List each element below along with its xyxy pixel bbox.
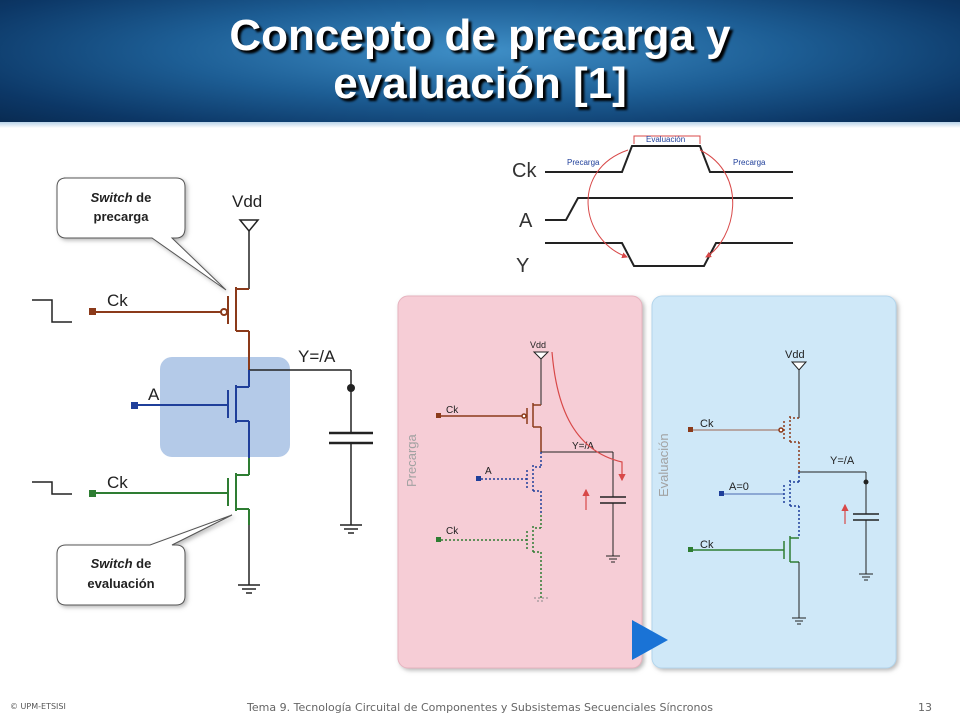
timing-ck-wave	[545, 145, 793, 173]
main-ck-bottom-terminal	[89, 490, 96, 497]
main-eval-nmos	[95, 458, 250, 525]
main-vdd-label: Vdd	[232, 192, 262, 211]
slide-title: Concepto de precarga y evaluación [1]	[0, 12, 960, 108]
main-precharge-pmos	[95, 287, 250, 370]
panel-evaluacion-ck-top: Ck	[700, 418, 714, 430]
panel-evaluacion-side-label: Evaluación	[656, 433, 671, 497]
footer-course: Tema 9. Tecnología Circuital de Componen…	[247, 701, 713, 714]
panel-evaluacion-vdd: Vdd	[785, 349, 805, 361]
panel-evaluacion-output: Y=/A	[830, 455, 855, 467]
panel-precarga-eval-nmos	[440, 515, 542, 598]
main-ck-bottom-label: Ck	[107, 473, 128, 492]
main-ck-top-terminal	[89, 308, 96, 315]
panel-precarga-pmos	[440, 403, 542, 452]
timing-precarga-left-label: Precarga	[567, 158, 600, 167]
timing-evaluacion-label: Evaluación	[646, 135, 685, 144]
timing-ck-label: Ck	[512, 160, 537, 182]
main-circuit: Vdd Ck Y=/A	[32, 192, 373, 594]
timing-causal-arrow-rise	[699, 149, 734, 258]
callout-precharge-italic: Switch	[91, 190, 133, 205]
main-input-label: A	[148, 385, 160, 404]
timing-precarga-right-label: Precarga	[733, 158, 766, 167]
callout-precharge-line2: precarga	[94, 209, 150, 224]
panel-precarga-input-nmos	[480, 452, 542, 515]
main-input-terminal	[131, 402, 138, 409]
timing-a-wave	[545, 197, 793, 221]
timing-causal-arrow-fall	[587, 149, 629, 259]
callout-eval-italic: Switch	[91, 556, 133, 571]
main-ground-icon	[238, 584, 260, 594]
panel-evaluacion-eval-nmos	[692, 536, 799, 563]
panel-precarga-input-a: A	[485, 466, 492, 477]
panel-evaluacion-input-a: A=0	[729, 481, 749, 493]
main-ck-top-waveform	[32, 299, 72, 323]
callout-eval-line2: evaluación	[87, 576, 154, 591]
panel-precarga-output: Y=/A	[572, 441, 594, 452]
slide-title-line1: Concepto de precarga y	[229, 11, 731, 60]
main-cap-ground-icon	[340, 524, 362, 534]
main-vdd-symbol	[238, 219, 260, 233]
timing-diagram: Evaluación Precarga Precarga Ck A Y	[512, 135, 793, 277]
timing-a-label: A	[519, 210, 533, 232]
footer-page-number: 13	[918, 701, 932, 714]
callout-precharge-switch: Switch de precarga	[56, 177, 227, 291]
panel-evaluacion: Evaluación Vdd Ck Y=/A	[651, 295, 897, 669]
title-banner	[0, 0, 960, 128]
play-icon[interactable]	[632, 620, 668, 660]
main-input-nmos	[136, 370, 250, 458]
panel-precarga: Precarga Vdd Ck Y=/A	[397, 295, 643, 669]
main-ck-bottom-waveform	[32, 481, 72, 495]
main-ck-top-label: Ck	[107, 291, 128, 310]
panel-precarga-ck-top: Ck	[446, 405, 459, 416]
panel-evaluacion-input-nmos	[783, 472, 800, 538]
svg-text:Switch de: Switch de	[91, 556, 152, 571]
panel-precarga-ck-bottom: Ck	[446, 526, 459, 537]
panel-evaluacion-ck-bottom: Ck	[700, 539, 714, 551]
callout-precharge-rest: de	[133, 190, 152, 205]
panel-evaluacion-pmos	[778, 416, 800, 472]
panel-precarga-vdd: Vdd	[530, 340, 546, 350]
timing-y-label: Y	[516, 255, 529, 277]
panel-precarga-side-label: Precarga	[404, 433, 419, 487]
footer-copyright: © UPM-ETSISI	[10, 702, 66, 711]
timing-y-wave	[545, 242, 793, 267]
callout-eval-switch: Switch de evaluación	[56, 514, 233, 606]
callout-eval-rest: de	[133, 556, 152, 571]
main-output-label: Y=/A	[298, 347, 336, 366]
panel-precarga-current-arrow	[551, 351, 626, 482]
input-highlight-box	[160, 357, 290, 457]
svg-text:Switch de: Switch de	[91, 190, 152, 205]
slide-title-line2: evaluación [1]	[333, 59, 627, 108]
